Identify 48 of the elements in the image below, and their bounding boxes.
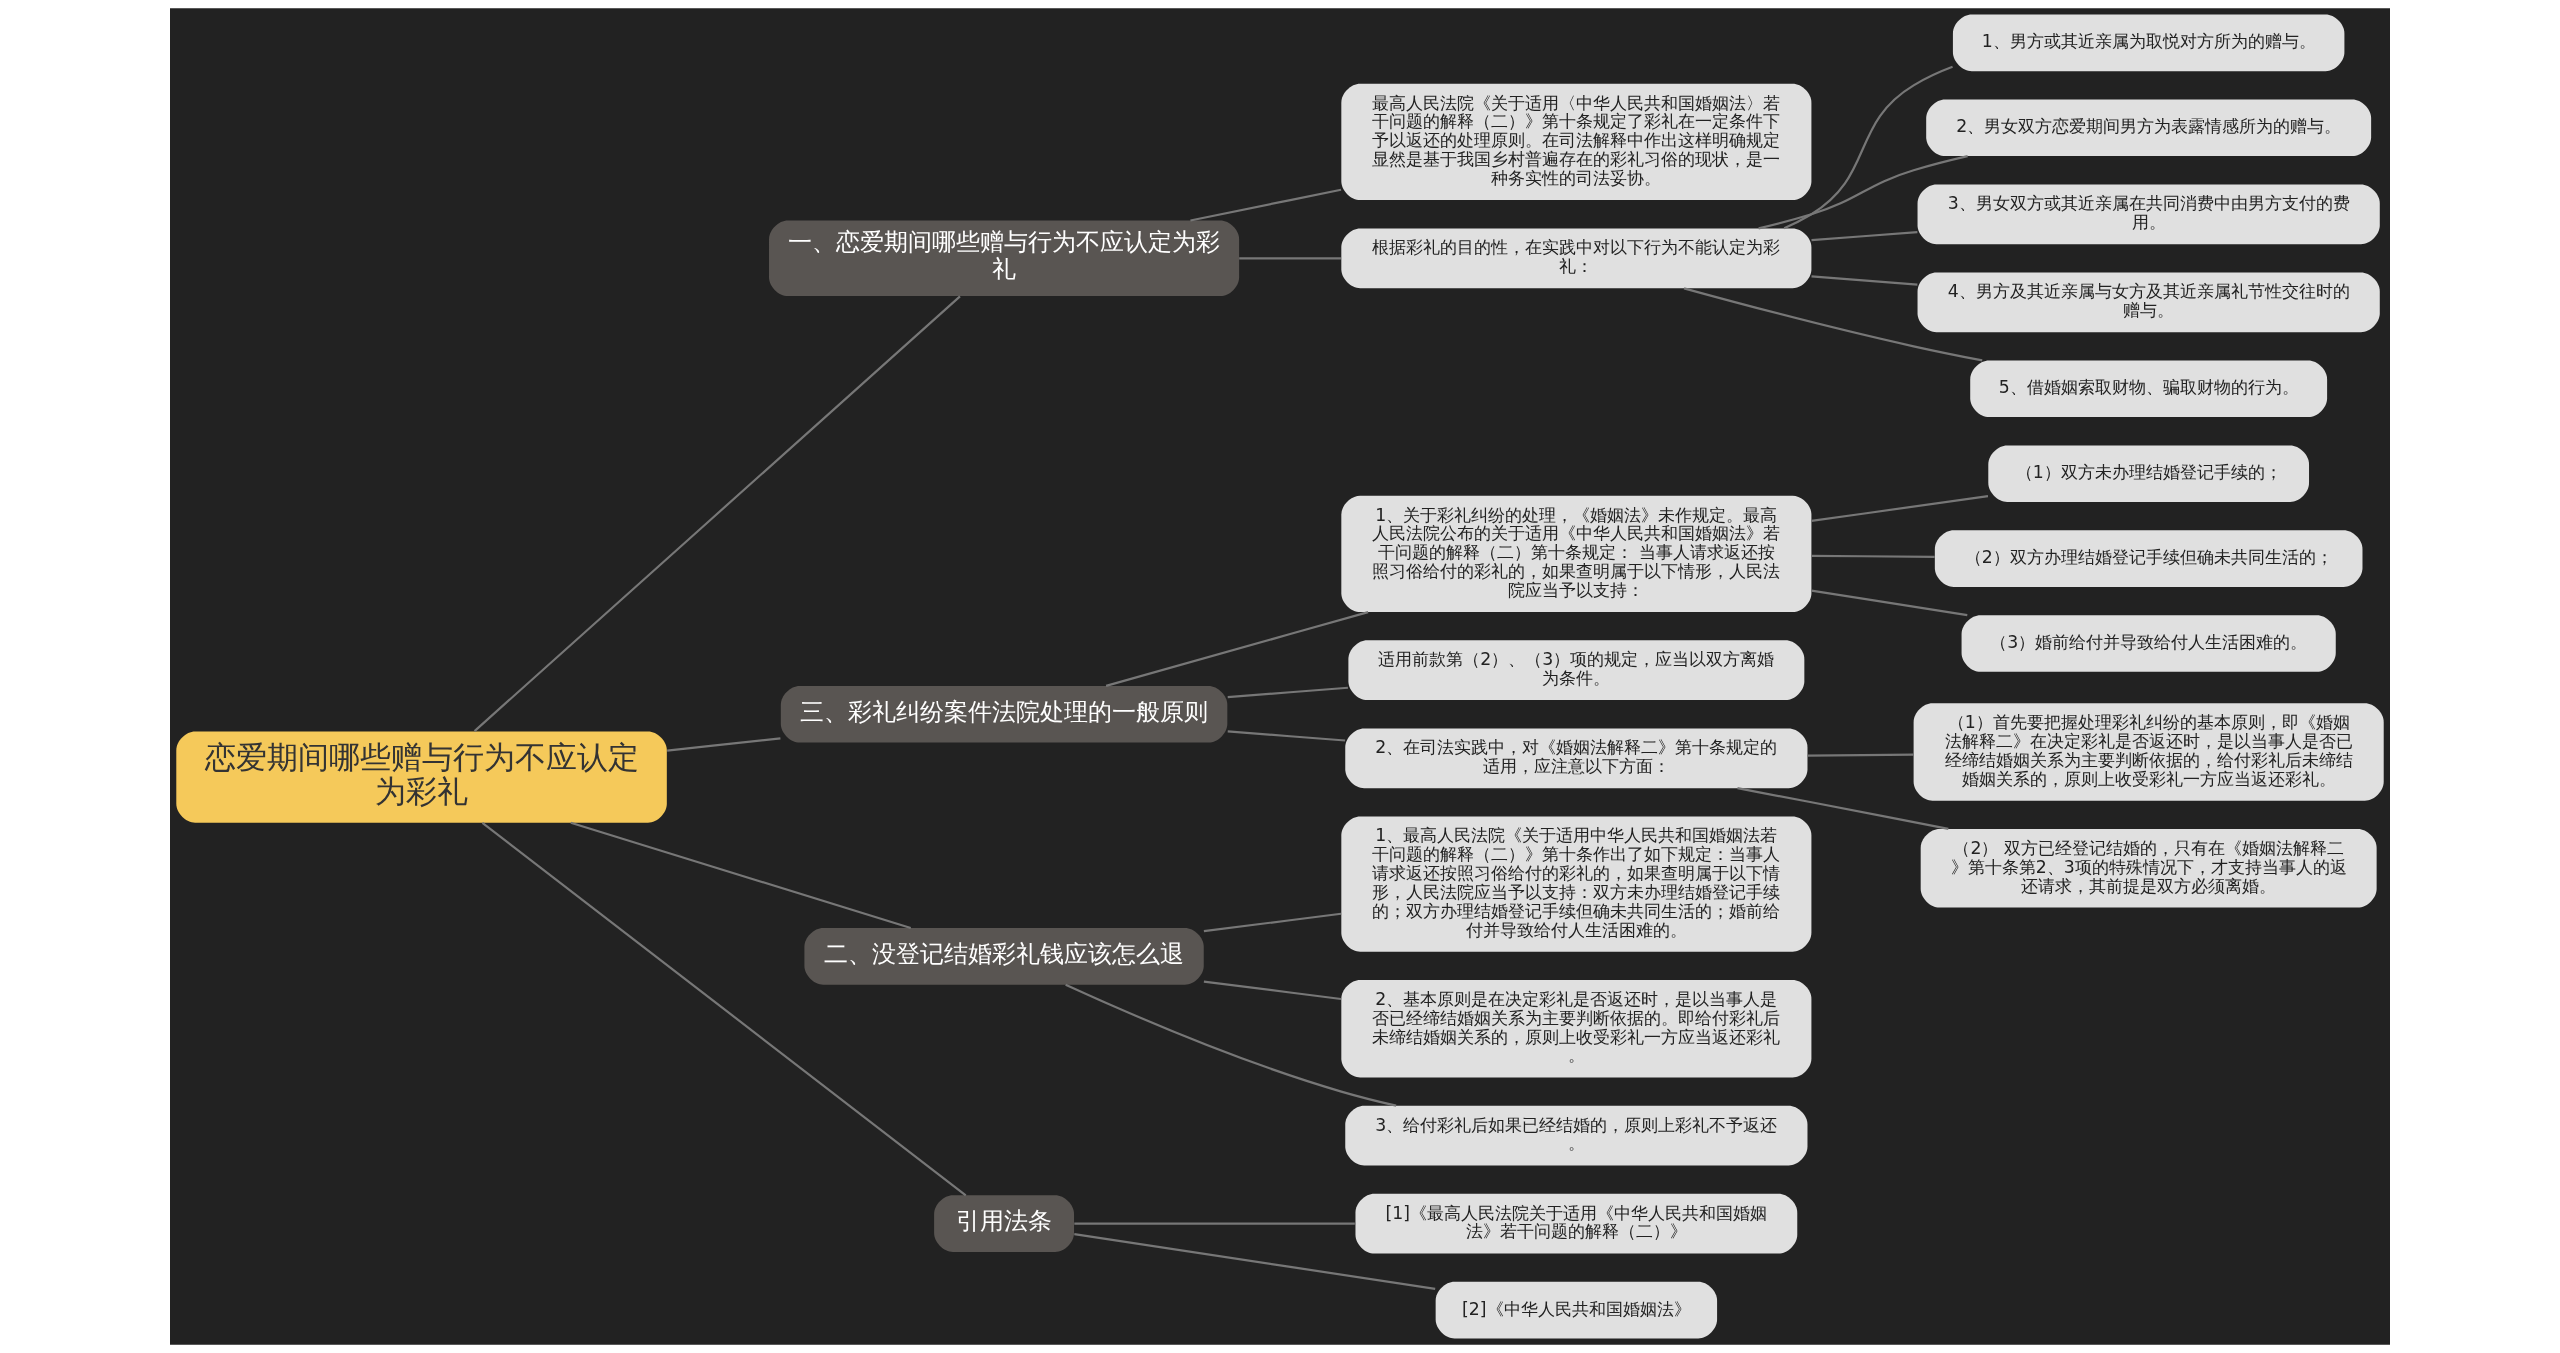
connector — [1811, 230, 1918, 242]
connector — [1203, 980, 1342, 1001]
connector — [570, 821, 912, 930]
node-box: 4、男方及其近亲属与女方及其近亲属礼节性交往时的赠与。 — [1917, 272, 2380, 333]
connector — [1074, 1232, 1436, 1290]
connector — [1783, 65, 1953, 230]
node-box: （2） 双方已经登记结婚的，只有在《婚姻法解释二》第十条第2、3项的特殊情况下，才支持当事人的返还请求，其前提是双方必须离婚。 — [1920, 829, 2377, 908]
node-box: 三、彩礼纠纷案件法院处理的一般原则 — [780, 685, 1228, 743]
node-box: 一、恋爱期间哪些赠与行为不应认定为彩礼 — [769, 220, 1240, 296]
node-box: 1、关于彩礼纠纷的处理，《婚姻法》未作规定。最高人民法院公布的关于适用《中华人民共和国婚姻法》若干问题的解释（二）第十条规定： 当事人请求返还按照习俗给付的彩礼的，如果查明属于以下情形，人民法院应当予以支持： — [1341, 495, 1812, 613]
connector — [1203, 912, 1342, 933]
node-box: 3、男女双方或其近亲属在共同消费中由男方支付的费用。 — [1917, 184, 2380, 245]
connector — [1811, 495, 1989, 523]
connector — [1811, 554, 1935, 558]
connector — [1074, 1222, 1355, 1225]
connector — [1811, 275, 1918, 286]
node-box: 适用前款第（2）、（3）项的规定，应当以双方离婚为条件。 — [1348, 640, 1805, 701]
node-box: 2、基本原则是在决定彩礼是否返还时，是以当事人是否已经缔结婚姻关系为主要判断依据的。即给付彩礼后未缔结婚姻关系的，原则上收受彩礼一方应当返还彩礼。 — [1341, 979, 1812, 1078]
node-box: 恋爱期间哪些赠与行为不应认定为彩礼 — [176, 731, 667, 823]
connector — [1065, 983, 1397, 1107]
node-box: （2）双方办理结婚登记手续但确未共同生活的； — [1934, 530, 2363, 587]
connector — [1683, 287, 1983, 362]
node-box: 二、没登记结婚彩礼钱应该怎么退 — [804, 928, 1204, 985]
node-box: 5、借婚姻索取财物、骗取财物的行为。 — [1970, 360, 2328, 418]
node-box: 最高人民法院《关于适用〈中华人民共和国婚姻法〉若干问题的解释（二）》第十条规定了彩礼在一定条件下予以返还的处理原则。在司法解释中作出这样明确规定显然是基于我国乡村普遍存在的彩礼习俗的现状，是一种务实性的司法妥协。 — [1341, 83, 1812, 201]
node-box: 1、男方或其近亲属为取悦对方所为的赠与。 — [1952, 14, 2345, 72]
node-box: 根据彩礼的目的性，在实践中对以下行为不能认定为彩礼： — [1341, 228, 1812, 289]
node-box: [2]《中华人民共和国婚姻法》 — [1435, 1281, 1718, 1339]
connector — [1811, 589, 1968, 617]
connector — [667, 737, 781, 752]
connector — [473, 295, 961, 732]
node-box: （3）婚前给付并导致给付人生活困难的。 — [1961, 615, 2336, 672]
node-box: 3、给付彩礼后如果已经结婚的，原则上彩礼不予返还。 — [1345, 1105, 1808, 1166]
connector — [1227, 686, 1349, 699]
node-box: 2、在司法实践中，对《婚姻法解释二》第十条规定的适用，应注意以下方面： — [1345, 728, 1808, 789]
node-box: （1）首先要把握处理彩礼纠纷的基本原则，即《婚姻法解释二》在决定彩礼是否返还时，是以当事人是否已经缔结婚姻关系为主要判断依据的，给付彩礼后未缔结婚姻关系的，原则上收受彩礼一方应当返还彩礼。 — [1913, 703, 2384, 801]
node-box: [1]《最高人民法院关于适用《中华人民共和国婚姻法》若干问题的解释（二）》 — [1355, 1193, 1798, 1254]
connector — [1807, 753, 1914, 757]
connector — [1758, 155, 1968, 230]
node-box: 引用法条 — [934, 1195, 1075, 1252]
connector — [1227, 730, 1346, 742]
node-box: 1、最高人民法院《关于适用中华人民共和国婚姻法若干问题的解释（二）》第十条作出了如下规定：当事人请求返还按照习俗给付的彩礼的，如果查明属于以下情形，人民法院应当予以支持：双方未办理结婚登记手续的；双方办理结婚登记手续但确未共同生活的；婚前给付并导致给付人生活困难的。 — [1341, 816, 1812, 952]
connector — [1190, 188, 1342, 222]
connector — [481, 821, 967, 1197]
connector — [1239, 257, 1341, 260]
node-box: 2、男女双方恋爱期间男方为表露情感所为的赠与。 — [1926, 99, 2372, 157]
node-box: （1）双方未办理结婚登记手续的； — [1988, 445, 2310, 502]
connector — [1105, 611, 1369, 687]
